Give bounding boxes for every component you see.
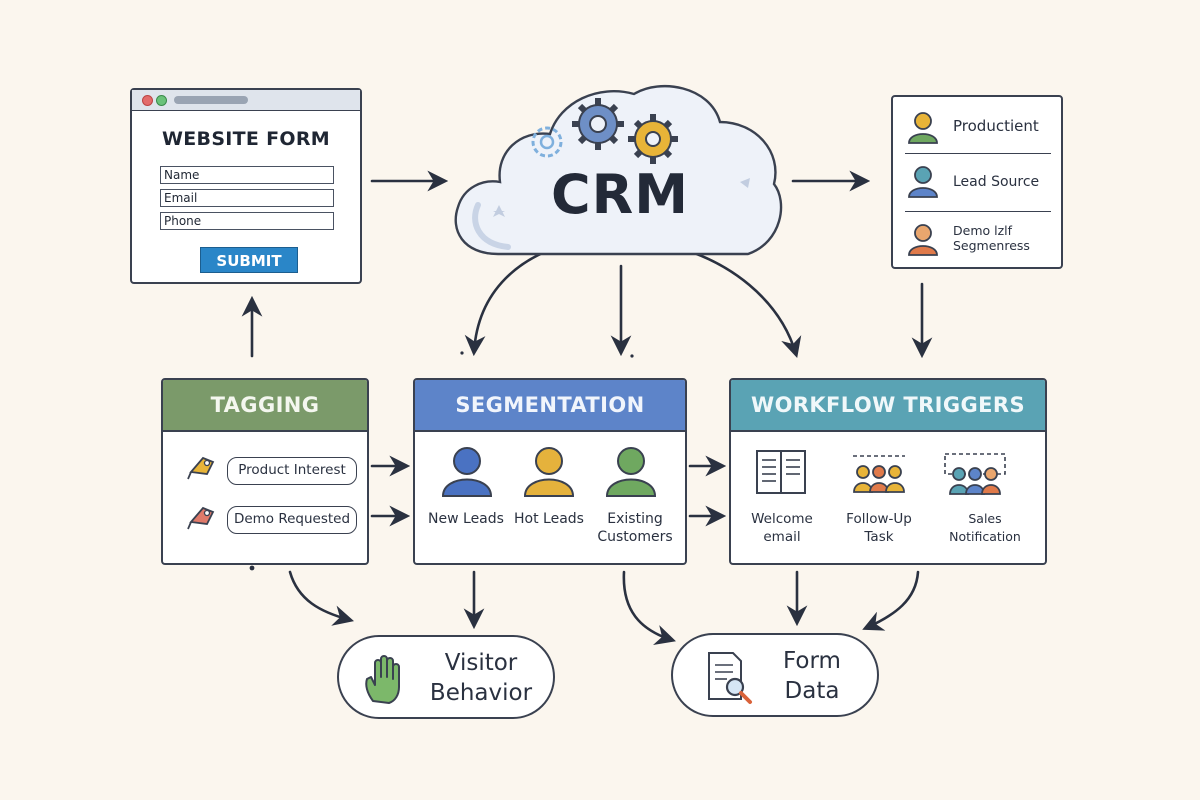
person-icon: [605, 447, 657, 497]
phone-field[interactable]: Phone: [160, 212, 334, 230]
person-icon: [908, 166, 938, 198]
arrow-seg-to-formdata: [622, 570, 676, 645]
submit-button[interactable]: SUBMIT: [200, 247, 298, 273]
arrow-tag-to-visitor: [288, 570, 355, 626]
tagging-panel: TAGGING Product Interest Demo Requested: [161, 378, 369, 565]
info-label: Demo lzlf Segmenress: [953, 223, 1030, 253]
gear-icon: [531, 126, 563, 158]
segment-new-leads[interactable]: New Leads: [428, 511, 504, 527]
tag-demo-requested[interactable]: Demo Requested: [227, 506, 357, 534]
info-label: Lead Source: [953, 174, 1040, 190]
workflow-triggers-panel: WORKFLOW TRIGGERS Welcome email Follow-U…: [729, 378, 1047, 565]
person-icon: [523, 447, 575, 497]
tag-product-interest[interactable]: Product Interest: [227, 457, 357, 485]
gear-icon: [628, 114, 678, 164]
info-row-demo-segment: Demo lzlf Segmenress: [893, 215, 1061, 271]
tag-icon: [187, 456, 215, 480]
segment-existing-customers[interactable]: Existing Customers: [597, 511, 673, 545]
workflow-header: WORKFLOW TRIGGERS: [731, 380, 1045, 432]
close-dot-icon: [142, 95, 153, 106]
lead-info-panel: Productient Lead Source Demo lzlf Segmen…: [891, 95, 1063, 269]
email-field[interactable]: Email: [160, 189, 334, 207]
crm-cloud-icon: [454, 85, 783, 256]
person-icon: [441, 447, 493, 497]
visitor-behavior-label: Visitor Behavior: [429, 650, 533, 706]
person-icon: [908, 224, 938, 256]
segment-hot-leads[interactable]: Hot Leads: [514, 511, 584, 527]
trigger-sales-notification[interactable]: Sales Notification: [949, 511, 1021, 544]
trigger-follow-up-task[interactable]: Follow-Up Task: [846, 511, 912, 545]
document-icon: [756, 450, 806, 494]
info-label: Productient: [953, 117, 1039, 135]
notification-icon: [944, 453, 1006, 495]
divider: [905, 211, 1051, 212]
visitor-behavior-pill: Visitor Behavior: [337, 635, 555, 719]
titlebar-address-bar: [174, 96, 248, 104]
tag-icon: [187, 506, 215, 530]
team-icon: [853, 455, 905, 493]
website-form-window: WEBSITE FORM Name Email Phone SUBMIT: [130, 88, 362, 284]
name-field[interactable]: Name: [160, 166, 334, 184]
form-data-label: Form Data: [783, 648, 841, 704]
form-titlebar: [132, 90, 360, 111]
tagging-header: TAGGING: [163, 380, 367, 432]
arrow-wf-to-formdata-2: [862, 570, 920, 631]
form-title: WEBSITE FORM: [162, 128, 330, 150]
document-search-icon: [708, 652, 752, 704]
info-row-productient: Productient: [893, 99, 1061, 155]
person-icon: [908, 112, 938, 144]
crm-label: CRM: [551, 163, 689, 226]
hand-icon: [365, 655, 400, 704]
trigger-welcome-email[interactable]: Welcome email: [751, 511, 813, 545]
gear-icon: [572, 98, 624, 150]
form-data-pill: Form Data: [671, 633, 879, 717]
segmentation-header: SEGMENTATION: [415, 380, 685, 432]
maximize-dot-icon: [156, 95, 167, 106]
divider: [905, 153, 1051, 154]
segmentation-panel: SEGMENTATION New Leads Hot Leads Existin…: [413, 378, 687, 565]
info-row-lead-source: Lead Source: [893, 157, 1061, 213]
